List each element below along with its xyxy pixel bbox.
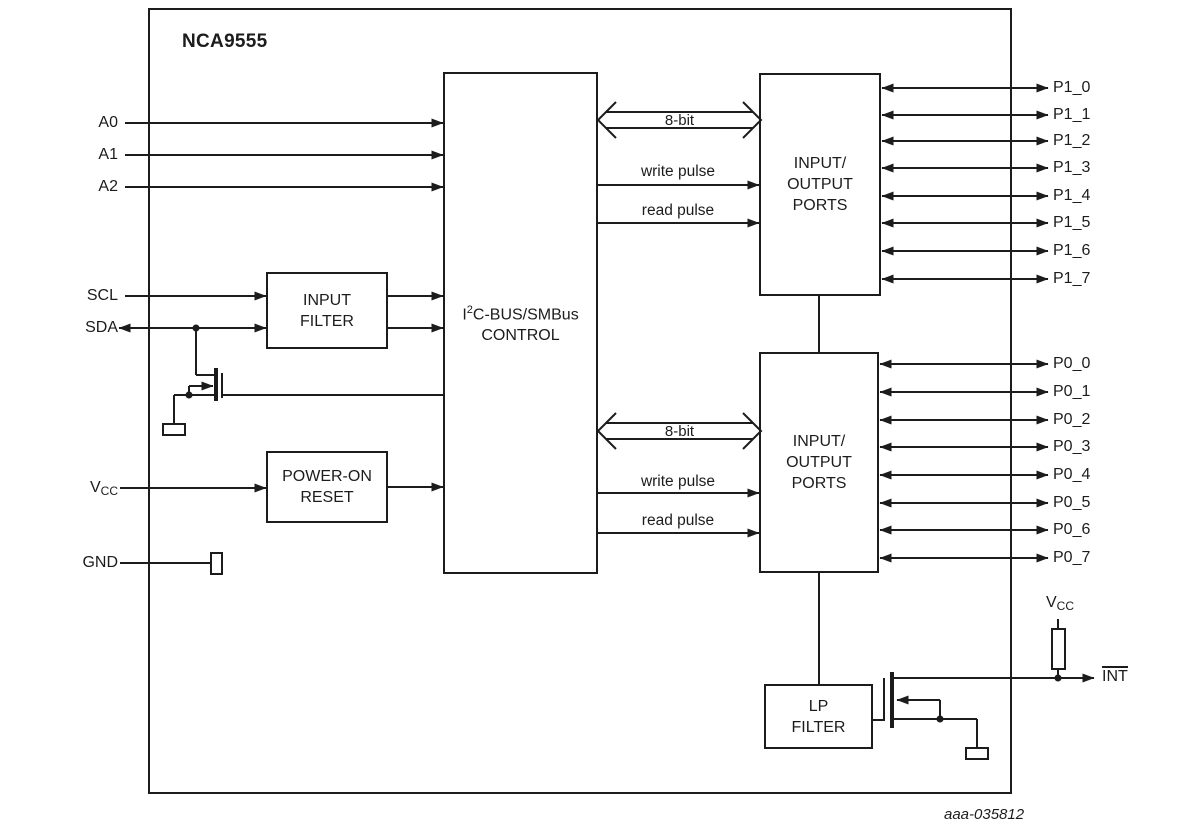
bus-label-write-pulse-lower: write pulse (640, 473, 716, 490)
pin-label-a2: A2 (98, 178, 118, 195)
wires-port-p1 (881, 83, 1049, 284)
pin-label-p1-7: P1_7 (1053, 270, 1091, 287)
sda-mosfet (162, 324, 443, 436)
chip-title: NCA9555 (182, 31, 268, 52)
io-ports-line3: PORTS (791, 475, 847, 492)
resistor-symbol (1051, 628, 1066, 670)
junction-dot (185, 391, 193, 399)
bus-label-read-pulse-upper: read pulse (641, 202, 715, 219)
pin-label-p1-0: P1_0 (1053, 79, 1091, 96)
bus-8bit-lower (596, 412, 763, 450)
int-overbar-text: INT (1102, 666, 1128, 685)
wire-gnd (120, 552, 223, 575)
lp-filter-box (764, 684, 873, 749)
io-ports-line1: INPUT/ (792, 433, 846, 450)
input-filter-line2: FILTER (300, 312, 354, 330)
gnd-pin-symbol (210, 552, 223, 575)
pin-label-p0-2: P0_2 (1053, 411, 1091, 428)
substrate-symbol (162, 423, 186, 436)
pin-label-p0-7: P0_7 (1053, 549, 1091, 566)
wires-port-p0 (879, 359, 1049, 563)
pin-label-p1-2: P1_2 (1053, 132, 1091, 149)
pullup-vcc-label: VCC (1030, 594, 1090, 615)
int-pullup-resistor (1051, 619, 1066, 682)
por-line1: POWER-ON (282, 468, 372, 485)
io-ports-p0-block: INPUT/ OUTPUT PORTS (760, 353, 878, 572)
io-ports-p0-box (759, 352, 879, 573)
wire-filter-to-control (387, 291, 444, 333)
pin-label-p1-6: P1_6 (1053, 242, 1091, 259)
control-line2: CONTROL (481, 327, 560, 345)
pin-label-sda: SDA (85, 319, 118, 336)
lp-filter-line2: FILTER (791, 718, 846, 736)
pin-label-p1-4: P1_4 (1053, 187, 1091, 204)
int-mosfet (873, 672, 1095, 760)
io-ports-line2: OUTPUT (787, 176, 853, 193)
control-line1-post: C-BUS/SMBus (472, 306, 579, 324)
control-line1: I2C-BUS/SMBus (462, 300, 578, 325)
lp-filter-block: LP FILTER (765, 685, 872, 748)
vcc-base: V (1045, 594, 1057, 611)
control-superscript: 2 (466, 303, 473, 316)
junction-dot (1054, 674, 1062, 682)
substrate-symbol (965, 747, 989, 760)
pin-label-scl: SCL (86, 287, 118, 304)
pin-label-p0-0: P0_0 (1053, 355, 1091, 372)
io-ports-line2: OUTPUT (786, 454, 852, 471)
bus-label-8bit-lower: 8-bit (664, 423, 695, 440)
pin-label-p1-1: P1_1 (1053, 106, 1091, 123)
pin-label-gnd: GND (82, 554, 118, 571)
vcc-subscript: CC (1056, 599, 1074, 613)
por-line2: RESET (300, 489, 354, 506)
vcc-base: V (89, 479, 101, 496)
vcc-subscript: CC (100, 484, 118, 498)
junction-dot (192, 324, 200, 332)
bus-label-8bit-upper: 8-bit (664, 112, 695, 129)
pin-label-p0-1: P0_1 (1053, 383, 1091, 400)
input-filter-box (266, 272, 388, 349)
chip-border (148, 8, 1012, 794)
pin-label-p0-3: P0_3 (1053, 438, 1091, 455)
pin-label-p0-6: P0_6 (1053, 521, 1091, 538)
pin-label-vcc: VCC (58, 479, 118, 500)
pin-label-int: INT (1102, 666, 1128, 686)
power-on-reset-block: POWER-ON RESET (267, 452, 387, 522)
bus-label-read-pulse-lower: read pulse (641, 512, 715, 529)
pin-label-p0-4: P0_4 (1053, 466, 1091, 483)
input-filter-block: INPUT FILTER (267, 273, 387, 348)
i2c-control-box (443, 72, 598, 574)
io-ports-p1-block: INPUT/ OUTPUT PORTS (760, 74, 880, 295)
pin-label-p0-5: P0_5 (1053, 494, 1091, 511)
junction-dot (936, 715, 944, 723)
bus-8bit-upper (596, 101, 763, 139)
pin-label-a1: A1 (98, 146, 118, 163)
pin-label-a0: A0 (98, 114, 118, 131)
bus-label-write-pulse-upper: write pulse (640, 163, 716, 180)
io-ports-p1-box (759, 73, 881, 296)
i2c-control-block: I2C-BUS/SMBus CONTROL (444, 73, 597, 573)
figure-id: aaa-035812 (944, 806, 1025, 823)
power-on-reset-box (266, 451, 388, 523)
lp-filter-line1: LP (808, 697, 829, 715)
control-line1-pre: I (462, 306, 467, 324)
pin-label-p1-5: P1_5 (1053, 214, 1091, 231)
io-ports-line1: INPUT/ (793, 155, 847, 172)
io-ports-line3: PORTS (792, 197, 848, 214)
input-filter-line1: INPUT (303, 291, 351, 309)
pin-label-p1-3: P1_3 (1053, 159, 1091, 176)
